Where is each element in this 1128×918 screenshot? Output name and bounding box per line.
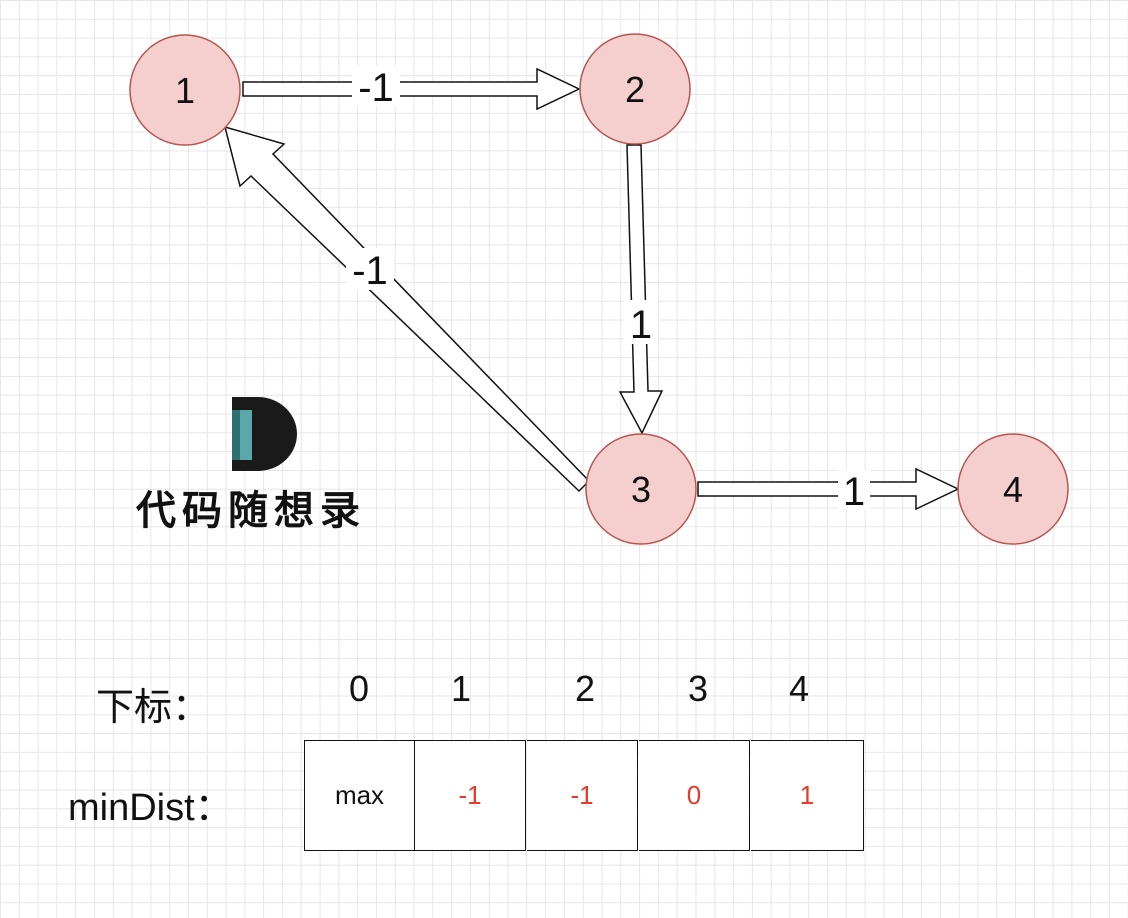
edge-1-2 — [242, 67, 581, 111]
svg-text:1: 1 — [630, 303, 652, 347]
mindist-row-label: minDist： — [68, 787, 233, 829]
edge-2-3 — [618, 144, 664, 435]
mindist-cell-4: 1 — [751, 740, 864, 851]
graph-node-3: 3 — [585, 433, 697, 545]
graph-node-1: 1 — [129, 34, 241, 146]
edge-3-1 — [223, 125, 591, 493]
index-2: 2 — [574, 668, 596, 709]
mindist-cell-3: 0 — [639, 740, 750, 851]
edge-3-4 — [697, 467, 960, 511]
index-4: 4 — [788, 668, 810, 709]
edge-label-1-2: -1 — [352, 66, 400, 110]
index-0: 0 — [348, 668, 370, 709]
svg-text:2: 2 — [625, 69, 645, 110]
mindist-cell-2: -1 — [527, 740, 638, 851]
svg-text:-1: -1 — [358, 66, 394, 110]
svg-text:4: 4 — [1003, 469, 1023, 510]
graph-node-4: 4 — [957, 433, 1069, 545]
index-row-label: 下标： — [96, 687, 211, 729]
index-1: 1 — [450, 668, 472, 709]
edge-label-3-1: -1 — [346, 248, 394, 293]
edge-label-2-3: 1 — [624, 300, 658, 347]
logo-mark — [232, 397, 297, 471]
edge-label-3-4: 1 — [838, 470, 870, 514]
logo-text: 代码随想录 — [136, 488, 366, 534]
svg-text:3: 3 — [631, 469, 651, 510]
graph-node-2: 2 — [579, 33, 691, 145]
svg-text:1: 1 — [843, 470, 865, 514]
svg-text:1: 1 — [175, 70, 195, 111]
svg-text:-1: -1 — [352, 249, 388, 293]
mindist-cell-0: max — [304, 740, 415, 851]
index-3: 3 — [687, 668, 709, 709]
mindist-cell-1: -1 — [415, 740, 526, 851]
